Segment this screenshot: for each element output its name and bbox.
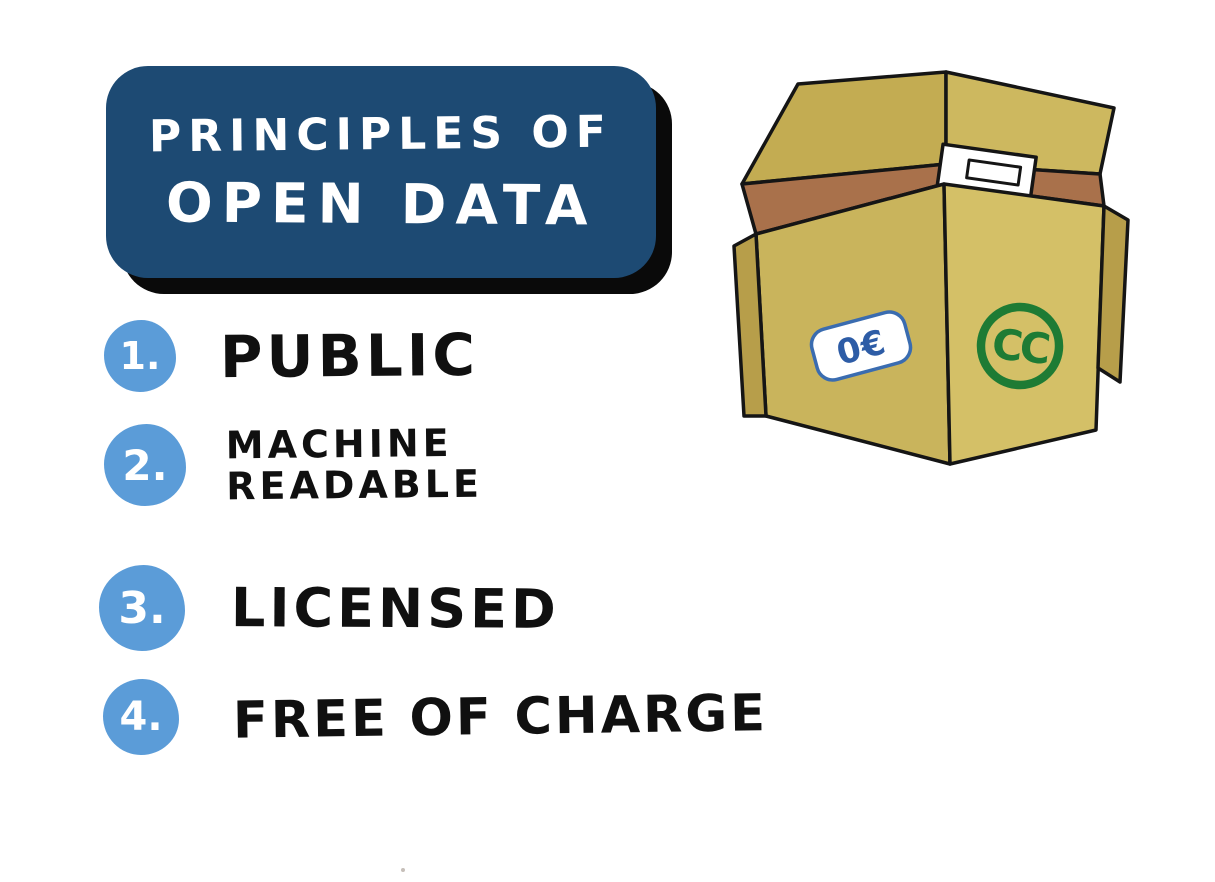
principle-label-licensed: LICENSED	[230, 575, 560, 641]
cc-logo: CC	[976, 302, 1064, 390]
price-sticker: 0€	[809, 310, 913, 382]
principle-item-free-of-charge: 4. FREE OF CHARGE	[103, 679, 768, 755]
principle-item-licensed: 3. LICENSED	[99, 565, 560, 651]
number-badge-2: 2.	[104, 424, 186, 506]
box-back-flaps	[740, 70, 1116, 186]
cc-label: CC	[990, 319, 1052, 374]
page-title-line-1: PRINCIPLES OF	[148, 106, 614, 162]
number-badge-4: 4.	[103, 679, 179, 755]
principle-label-public: PUBLIC	[219, 320, 480, 392]
paper-speck	[401, 868, 405, 872]
label-line-machine: MACHINE	[225, 420, 453, 468]
title-box: PRINCIPLES OF OPEN DATA	[106, 66, 656, 278]
number-text-1: 1.	[119, 334, 161, 378]
number-text-2: 2.	[122, 440, 168, 490]
page-title-line-2: OPEN DATA	[165, 169, 597, 238]
label-line-readable: READABLE	[225, 461, 484, 509]
cardboard-box-illustration: 0€ CC	[732, 70, 1130, 466]
principle-item-machine-readable: 2. MACHINE READABLE	[104, 420, 484, 509]
paper-header-box	[965, 158, 1023, 187]
number-badge-1: 1.	[104, 320, 176, 392]
principle-label-machine-readable: MACHINE READABLE	[225, 420, 484, 509]
principle-item-public: 1. PUBLIC	[104, 320, 479, 392]
box-side-flaps	[732, 204, 1130, 418]
number-text-3: 3.	[118, 582, 166, 634]
number-text-4: 4.	[119, 694, 163, 740]
number-badge-3: 3.	[99, 565, 185, 651]
principle-label-free-of-charge: FREE OF CHARGE	[232, 683, 769, 751]
